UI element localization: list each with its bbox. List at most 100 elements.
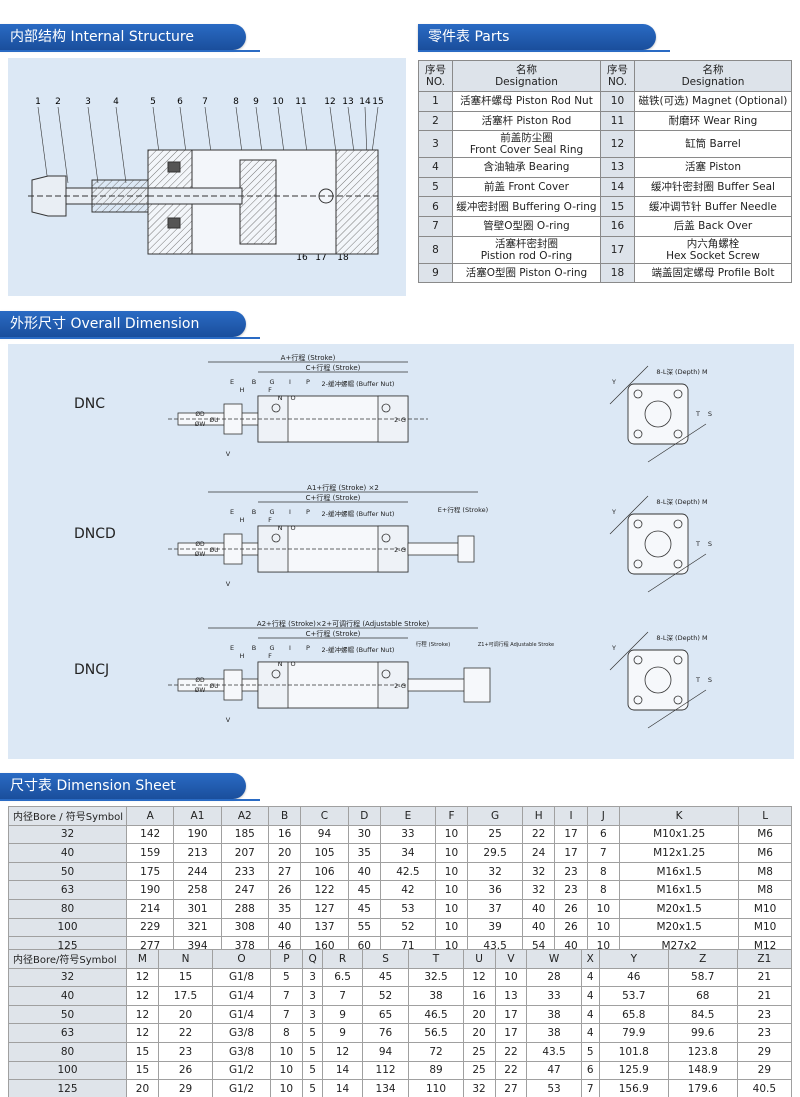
dimension-value: 32 [467, 861, 524, 882]
port [381, 403, 391, 413]
dimension-value: 10 [269, 1079, 303, 1097]
dimension-column-header: S [361, 949, 410, 969]
dimension-column-header: A2 [220, 806, 269, 826]
dimension-value: 56.5 [408, 1023, 464, 1043]
part-designation: 管壁O型圈 O-ring [452, 215, 601, 237]
callout-number: 11 [295, 97, 306, 107]
dimension-label: Y [611, 644, 616, 652]
dimension-label: A1+行程 (Stroke) ×2 [307, 483, 379, 492]
dimension-value: 213 [173, 843, 222, 863]
mounting-hole [633, 389, 643, 399]
part-number: 2 [418, 110, 453, 132]
dimension-value: 29 [157, 1079, 214, 1097]
part-designation-line: 活塞杆螺母 Piston Rod Nut [460, 95, 593, 108]
part-number: 4 [418, 157, 453, 178]
dimension-value: G1/2 [212, 1079, 271, 1097]
dimension-value: M16x1.5 [618, 861, 740, 882]
dimension-column-header: H [522, 806, 556, 826]
dimension-label: ØD [195, 677, 205, 684]
dimension-value: 10 [434, 880, 469, 900]
part-designation-line: Hex Socket Screw [666, 249, 760, 262]
dimension-value: 5 [301, 1023, 324, 1043]
dimension-value: 23 [736, 1023, 793, 1043]
dimension-value: 46.5 [408, 1004, 464, 1025]
dimension-value: 46 [598, 967, 669, 988]
dimension-value: 45 [361, 967, 410, 988]
dimension-value: 233 [220, 861, 269, 882]
dimension-value: 9 [322, 1004, 363, 1025]
dimension-value: 214 [125, 898, 175, 919]
dimension-value: 16 [462, 986, 496, 1006]
dimension-value: 53.7 [598, 986, 669, 1006]
dimension-value: 32.5 [408, 967, 464, 988]
part-designation-line: 内六角螺栓 [686, 237, 740, 250]
dimension-value: 10 [434, 917, 469, 938]
dimension-value: 5 [301, 1041, 324, 1062]
dimension-value: M20x1.5 [618, 917, 740, 938]
dimension-label: ØD [195, 411, 205, 418]
dimension-label: B [252, 378, 256, 386]
dimension-value: G1/2 [212, 1060, 271, 1081]
part-designation: 缸筒 Barrel [633, 130, 793, 159]
dimension-value: 15 [157, 967, 214, 988]
part-designation: 前盖 Front Cover [452, 176, 601, 198]
dimension-label: C+行程 (Stroke) [306, 629, 361, 638]
dimension-value: 10 [434, 843, 469, 863]
part-designation-line: 活塞杆密封圈 [494, 237, 558, 250]
dimension-label: H [240, 516, 245, 524]
part-designation: 缓冲调节针 Buffer Needle [633, 196, 793, 217]
dimension-value: 42 [379, 880, 436, 900]
dimension-value: 5 [269, 967, 303, 988]
bore-size: 63 [8, 1023, 127, 1043]
dimension-value: 30 [347, 824, 381, 845]
header-name-cn: 名称 [515, 64, 537, 76]
dimension-label: 8-L深 (Depth) M [656, 497, 707, 506]
dimension-label: A+行程 (Stroke) [281, 353, 336, 362]
section-tab-internal-structure: 内部结构 Internal Structure [0, 24, 260, 52]
dimension-value: 35 [267, 898, 302, 919]
dimension-column-header: Y [598, 949, 669, 969]
dimension-value: 38 [526, 1004, 582, 1025]
dimension-label: S [708, 676, 712, 684]
dimension-value: 288 [220, 898, 269, 919]
dimension-label: Z1+可调行程 Adjustable Stroke [478, 641, 554, 648]
dimension-value: 125.9 [598, 1060, 669, 1081]
dimension-value: M10 [738, 898, 792, 919]
dimension-label: P [306, 644, 310, 652]
dimension-value: 65 [361, 1004, 410, 1025]
model-label: DNC [74, 396, 105, 412]
part-number: 6 [418, 196, 453, 217]
dimension-label: F [268, 516, 272, 524]
dimension-label: E [230, 644, 234, 652]
header-no-en: NO. [607, 76, 627, 88]
dimension-value: 32 [462, 1079, 496, 1097]
callout-number: 2 [55, 97, 61, 107]
part-designation: 耐磨环 Wear Ring [633, 110, 793, 132]
dimension-label: V [226, 716, 231, 724]
dimension-value: 105 [300, 843, 349, 863]
part-number: 13 [599, 157, 635, 178]
dimension-value: 52 [361, 986, 410, 1006]
dimension-label: B [252, 508, 256, 516]
dimension-label: S [708, 540, 712, 548]
header-name-en: Designation [495, 76, 558, 88]
dimension-value: 25 [467, 824, 524, 845]
dimension-value: 6 [586, 824, 621, 845]
dimension-value: 17 [554, 824, 588, 845]
dimension-column-header: B [267, 806, 302, 826]
part-number: 10 [599, 91, 635, 112]
dimension-value: 25 [462, 1041, 496, 1062]
dimension-value: 4 [580, 967, 600, 988]
dimension-value: 12 [322, 1041, 363, 1062]
callout-leader [37, 106, 49, 184]
dimension-value: 179.6 [667, 1079, 738, 1097]
piston-rod [407, 678, 469, 692]
part-designation-line: 管壁O型圈 O-ring [483, 220, 570, 233]
dimension-value: 22 [494, 1041, 528, 1062]
